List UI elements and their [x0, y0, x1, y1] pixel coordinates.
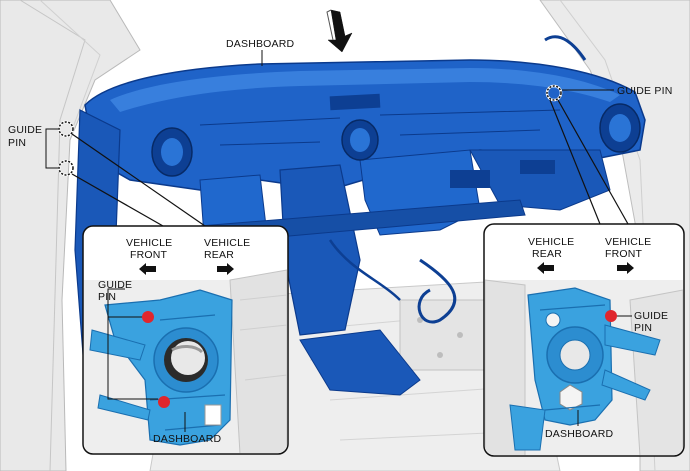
right-inset-vehicle-rear-line2: REAR: [532, 248, 562, 260]
left-inset-guide-pin-upper: [142, 311, 154, 323]
right-inset-guide-pin-line2: PIN: [634, 322, 652, 334]
left-inset-vehicle-front-line1: VEHICLE: [126, 237, 172, 249]
left-inset-guide-pin-lower: [158, 396, 170, 408]
right-inset-front-arrow: [617, 262, 634, 274]
left-inset-rear-arrow: [217, 263, 234, 275]
left-inset-dashboard-label: DASHBOARD: [153, 433, 222, 445]
right-inset-vehicle-front-line2: FRONT: [605, 248, 643, 260]
left-guide-label-line1: GUIDE: [8, 124, 42, 136]
left-inset-guide-pin-line1: GUIDE: [98, 279, 132, 291]
right-guide-pin-label: GUIDE PIN: [617, 85, 672, 97]
left-inset-front-arrow: [139, 263, 156, 275]
dashboard-assembly: [74, 35, 646, 396]
left-inset-vehicle-rear-line2: REAR: [204, 249, 234, 261]
left-guide-pin-markers: [45, 120, 75, 177]
left-inset-vehicle-front-line2: FRONT: [130, 249, 168, 261]
left-inset-vehicle-rear-line1: VEHICLE: [204, 237, 250, 249]
right-inset-guide-pin: [605, 310, 617, 322]
right-guide-pin-marker: [545, 84, 614, 102]
right-detail-inset: [483, 223, 685, 457]
installation-direction-arrow: [326, 9, 353, 53]
left-inset-guide-pin-line2: PIN: [98, 291, 116, 303]
left-guide-label-line2: PIN: [8, 137, 26, 149]
right-inset-dashboard-label: DASHBOARD: [545, 428, 614, 440]
right-inset-guide-pin-line1: GUIDE: [634, 310, 668, 322]
inset-zoom-lines: [71, 99, 629, 227]
right-inset-rear-arrow: [537, 262, 554, 274]
dashboard-label: DASHBOARD: [226, 38, 295, 50]
right-inset-vehicle-front-line1: VEHICLE: [605, 236, 651, 248]
left-detail-inset: [82, 225, 289, 455]
right-inset-vehicle-rear-line1: VEHICLE: [528, 236, 574, 248]
